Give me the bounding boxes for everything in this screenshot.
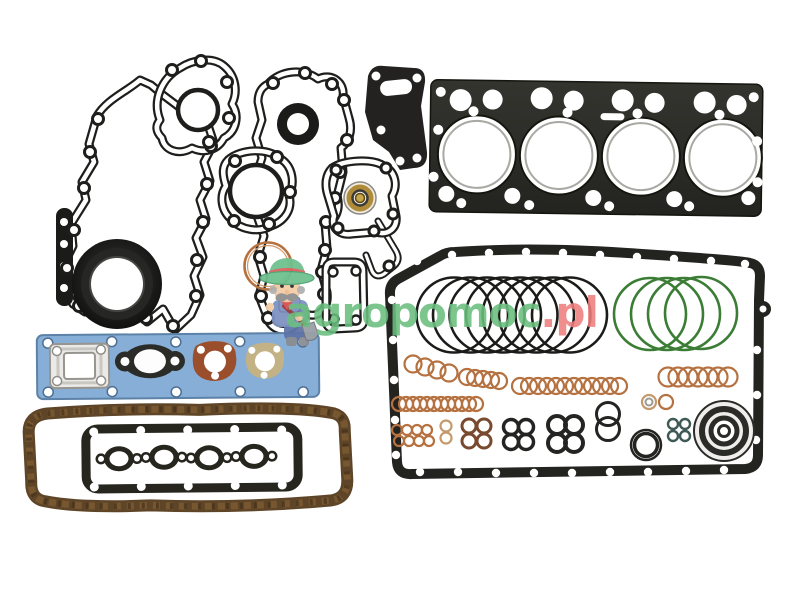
watermark-brand-green: agropomoc [285,288,541,337]
valve-cover-gaskets [28,407,347,508]
cylinder-head-gasket [428,79,764,217]
turbo-metal-gasket [48,342,111,390]
side-strip-gasket [56,208,73,306]
crankshaft-seal [72,239,162,329]
coolant-oil-passages [428,86,763,212]
small-rect-gasket [326,262,364,329]
hat-brim [259,270,315,286]
khaki-port-gasket [245,342,285,379]
watermark-text: agropomoc.pl [285,292,599,334]
crank-opening [175,87,221,133]
small-black-seal-ring [277,103,319,145]
cylinder-bores [436,114,763,198]
shovel-blade [301,321,319,341]
bronze-hub-gasket [326,161,398,236]
oil-pan-gasket [384,244,771,480]
pan-bolt-holes [387,247,767,478]
neckerchief [281,301,293,310]
brown-port-gasket [192,341,237,381]
piston-rings [415,276,609,354]
manifold-gasket-row [35,331,321,401]
liner-orings-green [612,275,739,352]
mustache [275,293,299,302]
valve-port-gaskets [95,443,278,472]
oval-port-gasket-black [114,344,185,379]
copper-washers [390,354,739,450]
oil-pump-plate-gasket [365,65,428,170]
rubber-orings [501,400,755,462]
watermark-brand-red: .pl [540,288,598,337]
rocker-cover-gasket-black [81,422,303,494]
farmer-mascot [259,258,319,346]
concentric-seal [693,400,755,462]
bronze-hub [346,184,374,212]
pump-opening [227,162,285,220]
